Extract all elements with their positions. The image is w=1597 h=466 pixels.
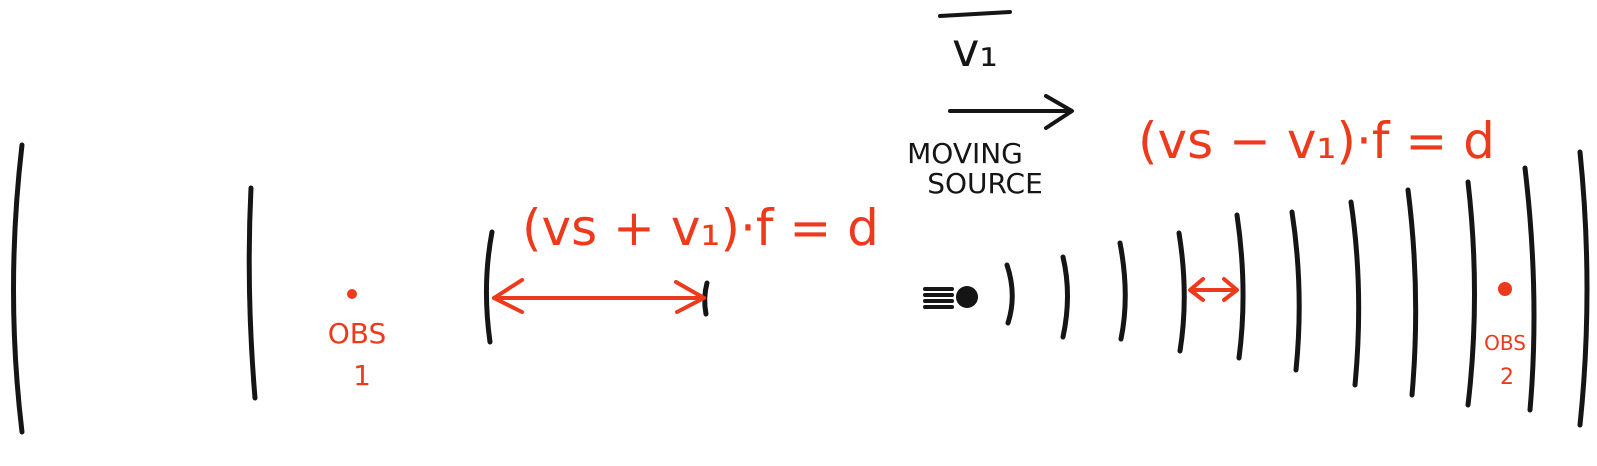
- wavefront-right-1: [1004, 262, 1015, 326]
- wavefront-right-3: [1117, 240, 1128, 342]
- wavefront-right-4: [1176, 230, 1187, 354]
- wavefront-right-5: [1234, 212, 1246, 361]
- wavefront-right-10: [1522, 165, 1537, 413]
- wavefront-right-11: [1577, 149, 1590, 428]
- wavefront-left-1: [11, 142, 25, 435]
- observer-2-number: 2: [1500, 365, 1514, 390]
- wavefront-right-2: [1060, 254, 1070, 340]
- velocity-overbar: [938, 10, 1012, 18]
- observer-1-label: OBS: [328, 317, 387, 350]
- wavefront-right-6: [1289, 209, 1302, 373]
- formula-right: (vs − v₁)·f = d: [1138, 112, 1495, 170]
- observer-1-number: 1: [353, 359, 371, 392]
- wavelength-arrow-right: [1188, 277, 1239, 302]
- velocity-arrow: [948, 94, 1074, 130]
- observer-2-dot-icon: [1498, 282, 1512, 296]
- source-label-line2: SOURCE: [927, 167, 1043, 200]
- source-label-line1: MOVING: [907, 137, 1023, 170]
- formula-left: (vs + v₁)·f = d: [522, 199, 879, 257]
- wavefront-left-2: [246, 185, 258, 401]
- wavefront-left-3: [483, 229, 495, 345]
- velocity-label: v₁: [952, 23, 998, 77]
- wavefront-right-7: [1348, 199, 1362, 388]
- observer-1-dot-icon: [347, 289, 357, 299]
- wavefront-right-8: [1405, 187, 1419, 398]
- wavelength-arrow-left: [492, 278, 706, 314]
- wavefront-right-9: [1465, 179, 1477, 408]
- moving-source-dot-icon: [923, 286, 978, 309]
- observer-2-label: OBS: [1484, 331, 1526, 355]
